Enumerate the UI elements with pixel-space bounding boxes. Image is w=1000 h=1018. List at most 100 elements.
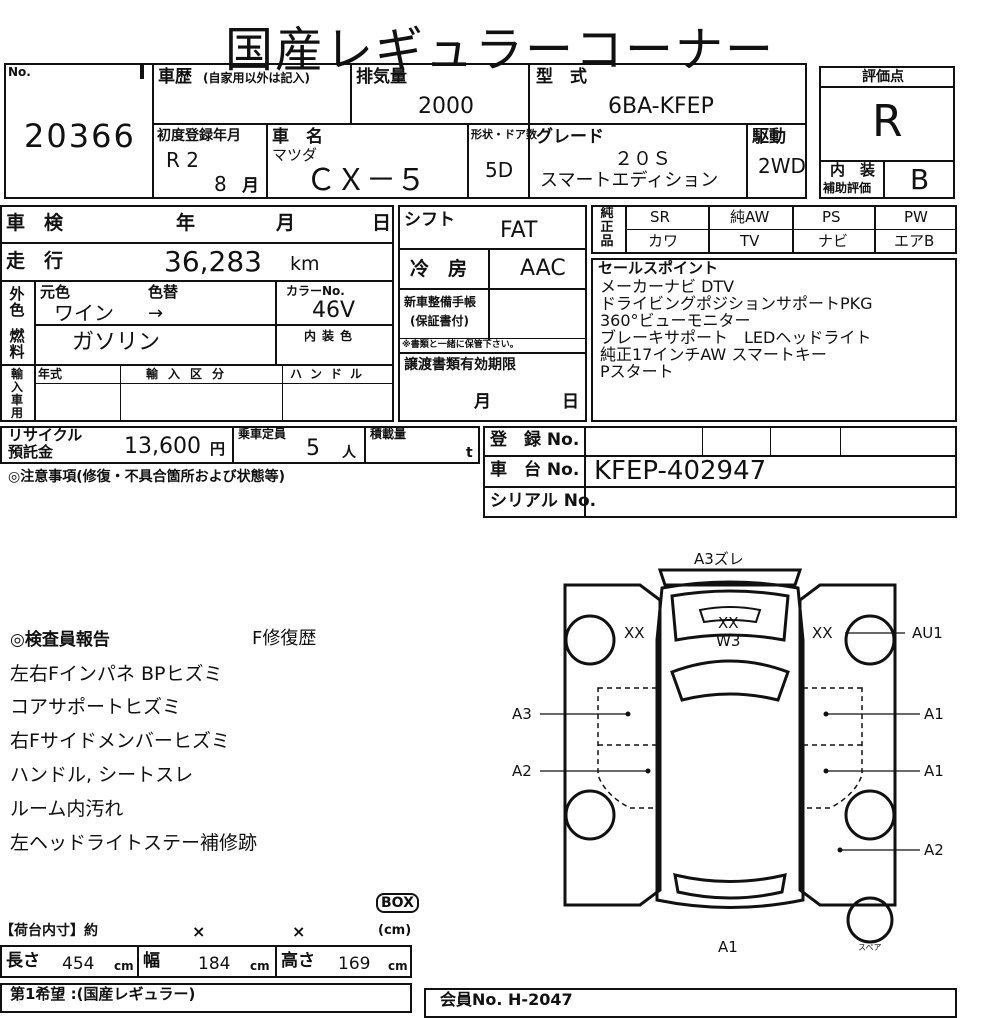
load-label: 積載量 [370, 427, 407, 441]
sales-point: ドライビングポジションサポートPKG [600, 294, 873, 313]
history-note: (自家用以外は記入) [203, 71, 310, 85]
interior-rating-label: 内 装 [830, 161, 876, 179]
sales-point: Pスタート [600, 362, 674, 381]
chassis-no-value: KFEP-402947 [594, 456, 767, 486]
shift-value: FAT [500, 218, 538, 243]
color-arrow: → [148, 303, 164, 324]
first-reg-label: 初度登録年月 [157, 128, 241, 144]
cargo-cm-label: (cm) [378, 923, 412, 938]
cargo-times-1: × [192, 922, 206, 941]
width-label: 幅 [143, 951, 160, 971]
spare-tire-label: スペア [858, 943, 882, 952]
serial-no-label: シリアル No. [490, 491, 597, 511]
damage-bottom: A1 [718, 938, 738, 956]
damage-right-front: AU1 [912, 624, 943, 642]
height-label: 高さ [281, 951, 315, 971]
cargo-dimensions-grid [0, 945, 412, 978]
sales-points-box [591, 258, 957, 422]
transfer-month: 月 [474, 392, 491, 412]
sales-points-label: セールスポイント [598, 259, 719, 277]
warranty-sublabel: (保証書付) [410, 314, 469, 328]
damage-hood-2: W3 [716, 632, 741, 650]
recycle-row [0, 426, 480, 464]
capacity-unit: 人 [342, 445, 356, 461]
inspection-label: 車 検 [6, 212, 64, 234]
spec-left-grid [0, 205, 394, 422]
report-line: コアサポートヒズミ [10, 696, 182, 718]
fuel-value: ガソリン [72, 330, 161, 355]
warranty-label: 新車整備手帳 [404, 295, 477, 309]
import-class-label: 輸入区分 [146, 367, 235, 381]
interior-color-label: 内装色 [304, 329, 359, 343]
grade-line1: ２０Ｓ [614, 148, 672, 170]
damage-left-mirror: XX [624, 624, 645, 642]
repair-history: F修復歴 [252, 628, 317, 649]
width-value: 184 [198, 954, 231, 974]
damage-left-rear-door: A2 [512, 762, 532, 780]
damage-right-mirror: XX [812, 624, 833, 642]
ac-value: AAC [520, 256, 566, 281]
color-no-label: カラーNo. [286, 284, 345, 298]
registration-grid [483, 426, 957, 518]
report-line: 左ヘッドライトステー補修跡 [10, 832, 258, 854]
damage-left-front-door: A3 [512, 705, 532, 723]
report-heading: ◎検査員報告 [10, 630, 110, 650]
mileage-label: 走 行 [6, 250, 64, 272]
yen-unit: 円 [210, 440, 226, 458]
displacement-label: 排気量 [356, 67, 407, 87]
car-damage-diagram [540, 568, 920, 944]
first-reg-month: 8 [214, 172, 227, 196]
rating-label: 評価点 [862, 69, 904, 85]
color-value: ワイン [54, 301, 114, 325]
inspection-month: 月 [276, 212, 296, 234]
length-value: 454 [62, 954, 95, 974]
damage-top: A3ズレ [694, 550, 744, 568]
option-tv: TV [740, 232, 760, 250]
length-label: 長さ [6, 951, 40, 971]
interior-rating-value: B [910, 163, 930, 196]
shape-label: 形状・ドア数 [471, 128, 537, 141]
color-change-label: 色替 [148, 283, 179, 301]
shape-value: 5D [485, 158, 514, 182]
option-leather: カワ [648, 232, 679, 250]
damage-right-front-door: A1 [924, 705, 944, 723]
sales-point: 純正17インチAW スマートキー [600, 345, 827, 364]
report-line: ハンドル, シートスレ [10, 764, 194, 786]
displacement-value: 2000 [418, 94, 474, 119]
header-grid [4, 63, 807, 199]
capacity-label: 乗車定員 [238, 427, 287, 441]
recycle-sublabel: 預託金 [8, 443, 54, 461]
report-line: 右Fサイドメンバーヒズミ [10, 730, 230, 752]
length-unit: cm [114, 959, 134, 973]
interior-rating-sublabel: 補助評価 [823, 181, 872, 195]
inspection-year: 年 [176, 212, 196, 234]
first-wish: 第1希望 :(国産レギュラー) [10, 985, 196, 1003]
report-line: ルーム内汚れ [10, 798, 124, 820]
reg-no-label: 登 録 No. [490, 430, 580, 450]
rating-box [819, 66, 955, 199]
import-label: 輸入車用 [10, 367, 23, 420]
cargo-heading: 【荷台内寸】約 [0, 923, 98, 939]
chassis-no-label: 車 台 No. [490, 460, 580, 480]
fuel-label: 燃料 [9, 327, 25, 361]
sales-point: ブレーキサポート LEDヘッドライト [600, 328, 872, 347]
sales-point: 360°ビューモニター [600, 311, 751, 330]
spec-middle-grid [398, 205, 587, 422]
recycle-value: 13,600 [124, 434, 201, 459]
member-no: 会員No. H-2047 [440, 990, 573, 1009]
transfer-label: 譲渡書類有効期限 [404, 357, 516, 373]
option-pw: PW [904, 208, 928, 226]
option-airbag: エアB [894, 232, 935, 250]
damage-hood-1: XX [718, 614, 739, 632]
option-navi: ナビ [818, 232, 849, 250]
grade-line2: スマートエディション [540, 170, 719, 191]
genuine-label: 純正品 [600, 206, 614, 249]
width-unit: cm [250, 959, 270, 973]
no-label: No. [8, 65, 31, 79]
history-label: 車歴 [158, 67, 192, 87]
mileage-value: 36,283 [164, 245, 262, 278]
drive-label: 駆動 [752, 127, 786, 147]
outer-color-label: 外色 [9, 285, 25, 319]
model-value: 6BA-KFEP [608, 94, 714, 119]
option-ps: PS [822, 208, 841, 226]
